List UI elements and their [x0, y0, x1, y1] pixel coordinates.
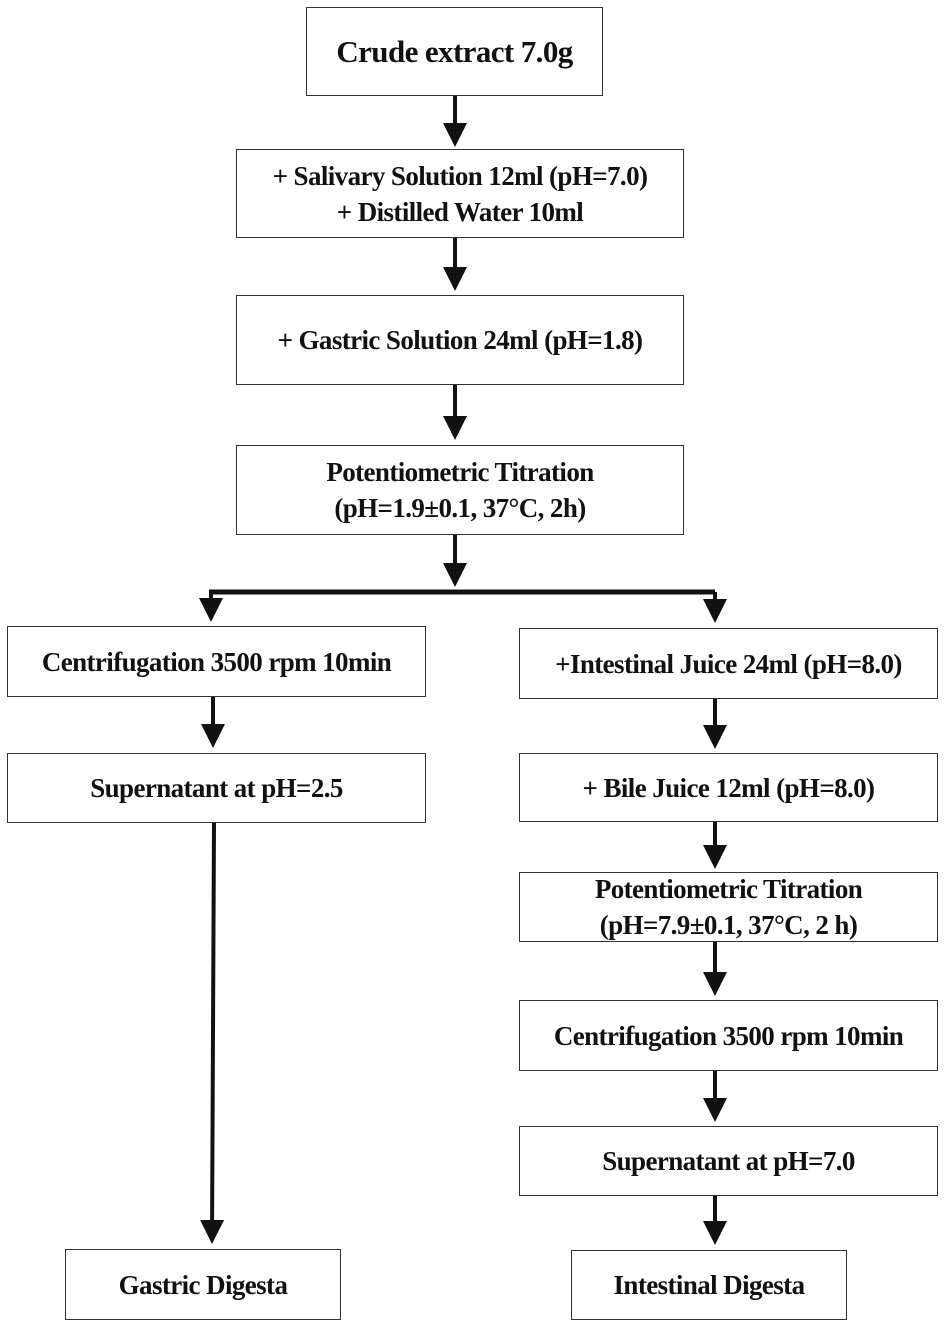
bile-juice-box: + Bile Juice 12ml (pH=8.0) — [519, 753, 938, 822]
titration1-line-1: Potentiometric Titration — [326, 457, 594, 487]
titration1-line-2: (pH=1.9±0.1, 37°C, 2h) — [334, 493, 586, 523]
supernatant-left-line-1: Supernatant at pH=2.5 — [90, 773, 343, 803]
crude-extract-box: Crude extract 7.0g — [306, 7, 603, 96]
crude-extract-line-1: Crude extract 7.0g — [336, 33, 573, 69]
bile-juice-line-1: + Bile Juice 12ml (pH=8.0) — [582, 772, 876, 803]
centrifugation-right-line-1: Centrifugation 3500 rpm 10min — [553, 1020, 904, 1051]
supernatant-box-right: Supernatant at pH=7.0 — [519, 1126, 938, 1196]
titration2-line-1: Potentiometric Titration — [594, 874, 863, 904]
gastric-solution-line-1: + Gastric Solution 24ml (pH=1.8) — [277, 325, 643, 355]
gastric-solution-box: + Gastric Solution 24ml (pH=1.8) — [236, 295, 684, 385]
intestinal-juice-line-1: +Intestinal Juice 24ml (pH=8.0) — [555, 648, 902, 679]
supernatant-box-left: Supernatant at pH=2.5 — [7, 753, 426, 823]
titration2-line-2: (pH=7.9±0.1, 37°C, 2 h) — [599, 910, 858, 940]
supernatant-right-line-1: Supernatant at pH=7.0 — [602, 1146, 855, 1176]
salivary-line-2: + Distilled Water 10ml — [336, 196, 584, 227]
intestinal-digesta-line-1: Intestinal Digesta — [613, 1270, 806, 1300]
gastric-digesta-line-1: Gastric Digesta — [118, 1269, 288, 1300]
arrow-supernatant-to-gastric-digesta — [200, 822, 225, 1244]
intestinal-digesta-box: Intestinal Digesta — [571, 1250, 847, 1320]
potentiometric-titration-box-1: Potentiometric Titration (pH=1.9±0.1, 37… — [236, 445, 684, 535]
centrifugation-left-line-1: Centrifugation 3500 rpm 10min — [41, 646, 392, 677]
centrifugation-box-right: Centrifugation 3500 rpm 10min — [519, 1000, 938, 1071]
salivary-solution-box: + Salivary Solution 12ml (pH=7.0) + Dist… — [236, 149, 684, 238]
salivary-line-1: + Salivary Solution 12ml (pH=7.0) — [272, 160, 648, 191]
potentiometric-titration-box-2: Potentiometric Titration (pH=7.9±0.1, 37… — [519, 872, 938, 942]
centrifugation-box-left: Centrifugation 3500 rpm 10min — [7, 626, 426, 697]
gastric-digesta-box: Gastric Digesta — [65, 1249, 341, 1320]
intestinal-juice-box: +Intestinal Juice 24ml (pH=8.0) — [519, 628, 938, 699]
